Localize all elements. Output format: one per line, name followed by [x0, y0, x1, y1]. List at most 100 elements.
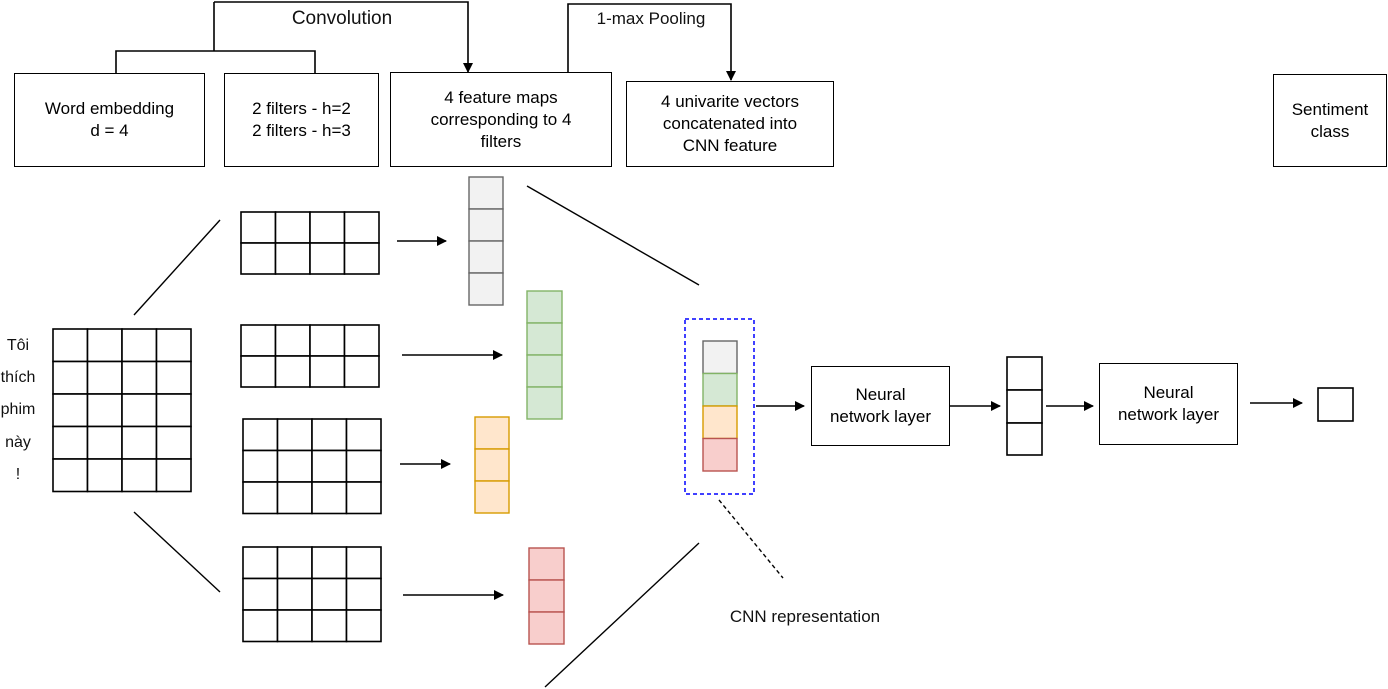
- filter-h2-b-cell: [240, 355, 277, 388]
- filter-h3-b-cell: [242, 577, 279, 611]
- embedding-matrix: [52, 328, 192, 493]
- feature-map-green-cell: [526, 290, 563, 324]
- embedding-cell: [155, 393, 192, 428]
- filter-h3-a-cell: [276, 449, 313, 483]
- filter-h3-a-cell: [242, 449, 279, 483]
- filter-h3-a-cell: [311, 418, 348, 452]
- word-1: Tôi: [6, 337, 30, 354]
- embedding-cell: [52, 328, 89, 363]
- filter-h2-b-cell: [240, 324, 277, 357]
- feature-map-green-cell: [526, 354, 563, 388]
- feature-map-gray-cell: [468, 240, 504, 274]
- concat-red-cell: [702, 437, 738, 472]
- filter-h3-b-cell: [311, 546, 348, 580]
- filter-h2-a-cell: [274, 242, 311, 275]
- embedding-cell: [52, 360, 89, 395]
- filter-h2-a-cell: [274, 211, 311, 244]
- feature-maps-box: 4 feature maps corresponding to 4 filter…: [390, 72, 612, 167]
- filters-box: 2 filters - h=2 2 filters - h=3: [224, 73, 379, 167]
- filter-h2-b-cell: [274, 324, 311, 357]
- neural-network-layer-2-text: Neural network layer: [1117, 383, 1220, 424]
- filter-h3-a-cell: [345, 418, 382, 452]
- univariate-vectors-box: 4 univarite vectors concatenated into CN…: [626, 81, 834, 167]
- pooling-arrow: [567, 3, 736, 82]
- filter-h3-a-cell: [345, 449, 382, 483]
- filter-h3-b-cell: [311, 577, 348, 611]
- filter-h2-b-cell: [309, 324, 346, 357]
- embedding-cell: [121, 458, 158, 493]
- feature-map-red-cell: [528, 547, 565, 581]
- convolution-bracket: [115, 1, 473, 73]
- feature-map-green-cell: [526, 386, 563, 420]
- filter-h3-b-cell: [276, 577, 313, 611]
- filter-h3-b-cell: [242, 546, 279, 580]
- embedding-cell: [86, 425, 123, 460]
- feature-map-orange-cell: [474, 448, 510, 482]
- embedding-cell: [52, 458, 89, 493]
- filter-h3-a-cell: [311, 481, 348, 515]
- embedding-cell: [86, 360, 123, 395]
- embedding-cell: [155, 425, 192, 460]
- filter-h2-a-cell: [343, 211, 380, 244]
- embedding-cell: [121, 393, 158, 428]
- cnn-representation-frame: [684, 318, 755, 495]
- filter-h2-b-cell: [343, 324, 380, 357]
- word-5: !: [15, 466, 21, 483]
- filter-h3-a-cell: [242, 418, 279, 452]
- filter-h2-a-cell: [240, 242, 277, 275]
- embedding-cell: [121, 328, 158, 363]
- filter-h3-a-cell: [345, 481, 382, 515]
- filter-h3-b-cell: [345, 577, 382, 611]
- feature-map-red-cell: [528, 579, 565, 613]
- sentiment-class-box: Sentiment class: [1273, 74, 1387, 167]
- filter-h3-a-cell: [242, 481, 279, 515]
- embedding-cell: [155, 360, 192, 395]
- filter-h3-a-cell: [276, 481, 313, 515]
- feature-map-orange-cell: [474, 416, 510, 450]
- embedding-cell: [86, 328, 123, 363]
- filter-h2-b-cell: [309, 355, 346, 388]
- filter-h3-b-cell: [242, 609, 279, 643]
- convolution-label: Convolution: [291, 8, 393, 29]
- filter-grids: [240, 211, 382, 643]
- network-arrows: [756, 398, 1303, 411]
- filter-h3-b-cell: [276, 609, 313, 643]
- feature-maps: [468, 176, 565, 645]
- embedding-cell: [52, 393, 89, 428]
- filter-h2-a-cell: [343, 242, 380, 275]
- filter-h2-a-cell: [309, 211, 346, 244]
- neural-network-layer-1: Neural network layer: [811, 366, 950, 446]
- pooling-label: 1-max Pooling: [576, 8, 726, 29]
- embedding-cell: [86, 393, 123, 428]
- cnn-representation-label: CNN representation: [729, 607, 881, 626]
- word-3: phim: [0, 401, 36, 418]
- filter-h2-a-cell: [309, 242, 346, 275]
- feature-map-green-cell: [526, 322, 563, 356]
- feature-map-orange-cell: [474, 480, 510, 514]
- embedding-cell: [52, 425, 89, 460]
- embedding-cell: [121, 360, 158, 395]
- filter-h2-a-cell: [240, 211, 277, 244]
- feature-map-red-cell: [528, 611, 565, 645]
- neural-network-layer-1-text: Neural network layer: [829, 385, 932, 426]
- filter-h2-b-cell: [343, 355, 380, 388]
- embedding-cell: [155, 458, 192, 493]
- word-embedding-text: Word embedding d = 4: [44, 99, 175, 140]
- embedding-cell: [86, 458, 123, 493]
- hidden-vector: [1006, 356, 1043, 456]
- univariate-vectors-text: 4 univarite vectors concatenated into CN…: [661, 92, 799, 155]
- embedding-cell: [155, 328, 192, 363]
- concat-gray-cell: [702, 340, 738, 375]
- filter-h3-b-cell: [276, 546, 313, 580]
- filter-h3-b-cell: [311, 609, 348, 643]
- filter-h3-a-cell: [311, 449, 348, 483]
- neural-network-layer-2: Neural network layer: [1099, 363, 1238, 445]
- filter-h2-b-cell: [274, 355, 311, 388]
- concat-green-cell: [702, 372, 738, 407]
- filter-h3-b-cell: [345, 546, 382, 580]
- feature-maps-text: 4 feature maps corresponding to 4 filter…: [430, 87, 572, 151]
- word-embedding-box: Word embedding d = 4: [14, 73, 205, 167]
- filter-arrows: [397, 236, 504, 600]
- word-2: thích: [0, 369, 36, 386]
